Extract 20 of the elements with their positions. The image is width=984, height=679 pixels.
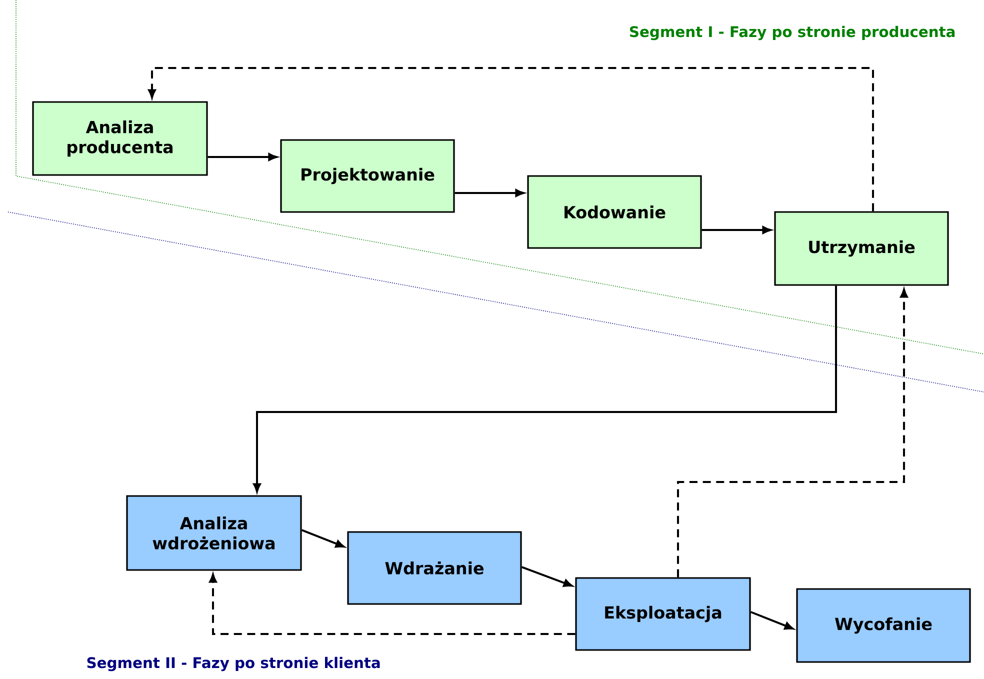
segment-label: Segment II - Fazy po stronie klienta <box>87 656 380 672</box>
arrow <box>454 189 524 197</box>
process-box: Kodowanie <box>527 175 702 249</box>
arrow <box>148 67 874 212</box>
arrow <box>208 153 278 161</box>
process-box: Wycofanie <box>796 588 971 663</box>
process-box: Projektowanie <box>280 139 455 213</box>
process-box: Utrzymanie <box>774 211 949 286</box>
arrow <box>209 574 576 635</box>
arrow <box>521 566 572 587</box>
arrow <box>750 611 794 630</box>
segment-label: Segment I - Fazy po stronie producenta <box>630 26 955 40</box>
process-box: Analiza wdrożeniowa <box>126 495 302 571</box>
process-box: Analiza producenta <box>32 101 208 176</box>
arrow <box>702 226 772 234</box>
process-box: Eksploatacja <box>575 577 751 651</box>
arrow <box>677 288 908 578</box>
arrow <box>301 529 344 548</box>
process-box: Wdrażanie <box>347 531 522 605</box>
arrow <box>253 286 837 492</box>
